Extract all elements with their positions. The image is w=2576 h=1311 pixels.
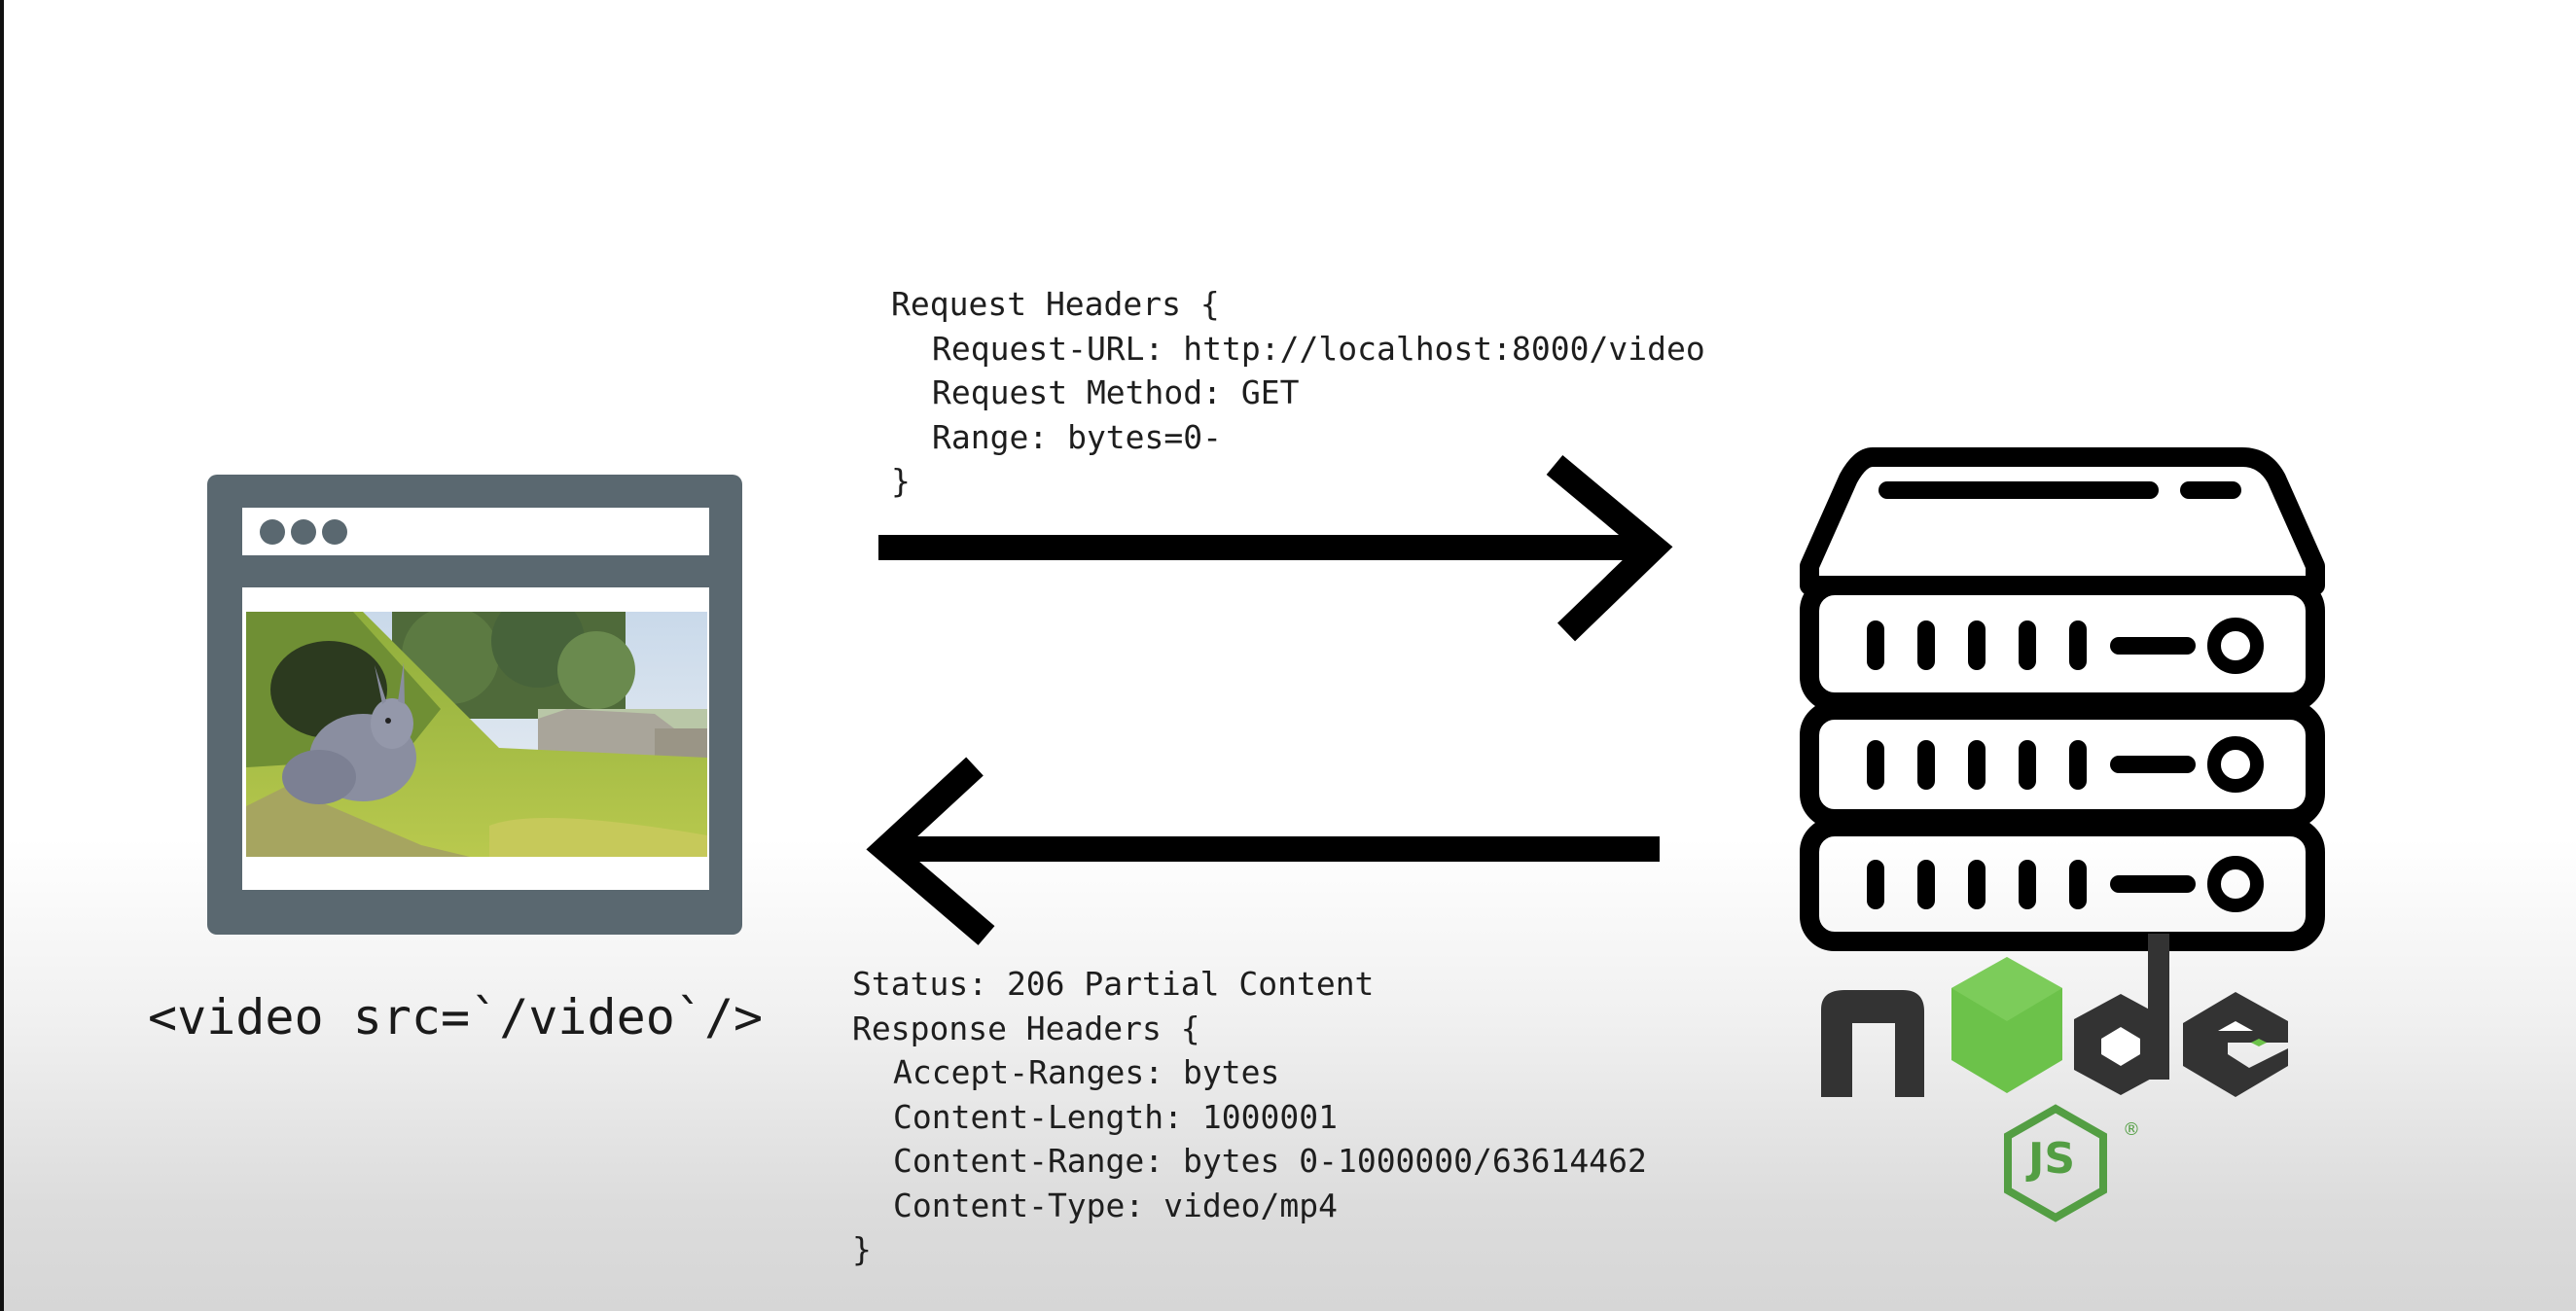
window-dot-icon [291, 519, 316, 545]
response-headers-close: } [852, 1230, 872, 1268]
request-url-line: Request-URL: http://localhost:8000/video [932, 329, 1705, 368]
request-headers-open: Request Headers { [891, 285, 1220, 323]
browser-title-bar [242, 508, 709, 555]
window-dot-icon [322, 519, 347, 545]
window-dot-icon [260, 519, 285, 545]
response-arrow-icon [866, 757, 1660, 945]
content-type-line: Content-Type: video/mp4 [893, 1186, 1338, 1224]
request-arrow-icon [878, 455, 1673, 642]
video-thumbnail [246, 612, 707, 857]
video-scene-illustration [246, 612, 707, 857]
response-headers-open: Response Headers { [852, 1009, 1200, 1047]
js-hexagon-icon [2004, 1104, 2107, 1222]
left-edge-border [0, 0, 4, 1311]
request-method-line: Request Method: GET [932, 373, 1300, 411]
js-badge-text: JS [2028, 1134, 2076, 1184]
content-length-line: Content-Length: 1000001 [893, 1097, 1338, 1136]
request-range-line: Range: bytes=0- [932, 417, 1223, 456]
request-headers-block: Request Headers { Request-URL: http://loc… [891, 282, 1705, 504]
video-element-caption: <video src=`/video`/> [148, 989, 764, 1045]
nodejs-logo: node JS ® [1817, 934, 2323, 1225]
response-status-line: Status: 206 Partial Content [852, 965, 1375, 1003]
server-icon [1800, 447, 2325, 951]
accept-ranges-line: Accept-Ranges: bytes [893, 1053, 1280, 1091]
trademark-symbol: ® [2123, 1119, 2140, 1140]
content-range-line: Content-Range: bytes 0-1000000/63614462 [893, 1142, 1647, 1180]
request-headers-close: } [891, 462, 911, 500]
browser-window-icon [207, 475, 742, 935]
node-wordmark-icon [1821, 934, 2288, 1097]
